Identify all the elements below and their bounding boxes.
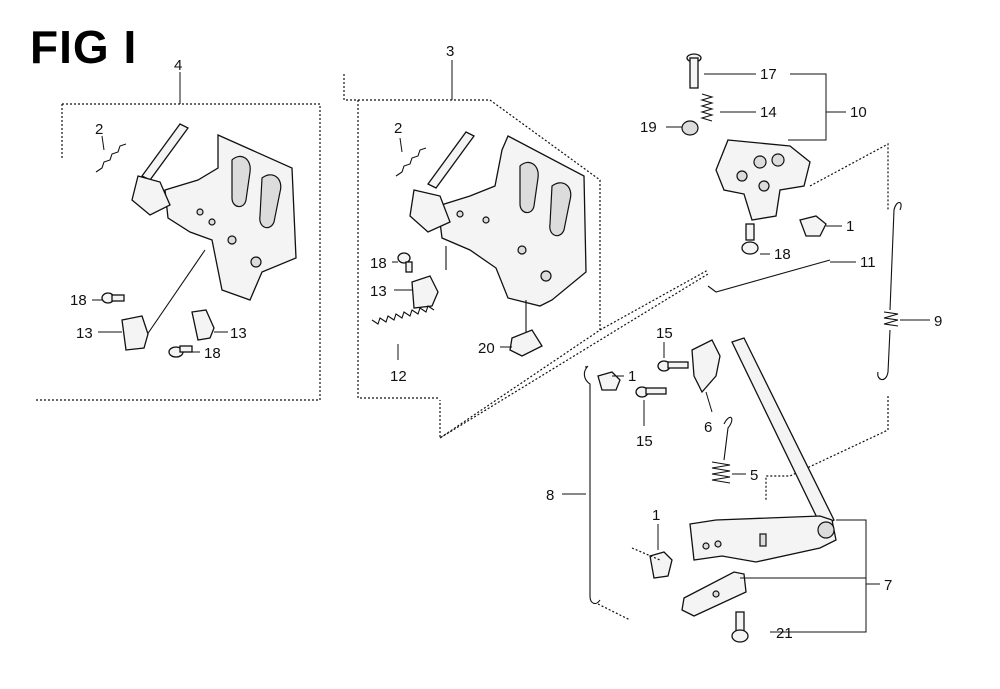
label-7: 7 xyxy=(884,577,892,594)
bolt-18-upper-right xyxy=(741,223,770,255)
clip-13-middle xyxy=(394,275,439,309)
label-4: 4 xyxy=(174,57,182,74)
spring-9 xyxy=(877,201,930,381)
label-2-left: 2 xyxy=(95,121,103,138)
label-6: 6 xyxy=(704,419,712,436)
governor-arm-assembly xyxy=(715,139,889,221)
clip-1-middle xyxy=(585,366,624,391)
clip-1-lower xyxy=(631,524,673,579)
bolt-18-left-lower xyxy=(168,345,200,358)
label-1-lower: 1 xyxy=(652,507,660,524)
label-18-upper-right: 18 xyxy=(774,246,791,263)
shaft-lever-7 xyxy=(681,337,880,633)
label-18-left-lower: 18 xyxy=(204,345,221,362)
guide-line-b xyxy=(439,273,709,439)
label-13-middle: 13 xyxy=(370,283,387,300)
label-17: 17 xyxy=(760,66,777,83)
label-18-left-upper: 18 xyxy=(70,292,87,309)
clip-1-upper xyxy=(799,215,842,237)
label-13-left-right: 13 xyxy=(230,325,247,342)
label-11: 11 xyxy=(860,254,876,271)
label-20: 20 xyxy=(478,340,495,357)
label-14: 14 xyxy=(760,104,777,121)
bracket-10-leader xyxy=(788,73,846,141)
bolt-18-middle xyxy=(392,252,413,273)
rod-8 xyxy=(562,365,631,621)
control-plate-3 xyxy=(409,131,587,307)
label-15-lower: 15 xyxy=(636,433,653,450)
guide-line-a xyxy=(599,269,709,331)
figure-title: FIG I xyxy=(30,21,138,73)
lever-6 xyxy=(691,339,721,413)
label-19: 19 xyxy=(640,119,657,136)
assembly-4-box xyxy=(36,72,321,401)
label-10: 10 xyxy=(850,104,867,121)
label-13-left: 13 xyxy=(76,325,93,342)
label-1-upper: 1 xyxy=(846,218,854,235)
spring-5 xyxy=(711,416,746,484)
assembly-3-box xyxy=(343,60,601,440)
spring-12 xyxy=(371,305,435,360)
label-8: 8 xyxy=(546,487,554,504)
control-plate-4 xyxy=(131,123,297,346)
label-12: 12 xyxy=(390,368,407,385)
label-21: 21 xyxy=(776,625,793,642)
label-15-upper: 15 xyxy=(656,325,673,342)
screw-15-lower xyxy=(635,386,667,426)
clip-13-left-right xyxy=(191,309,228,341)
label-3: 3 xyxy=(446,43,454,60)
bolt-21 xyxy=(731,611,749,643)
nut-20 xyxy=(500,300,543,357)
washer-19 xyxy=(666,120,699,136)
label-9: 9 xyxy=(934,313,942,330)
spring-2-left xyxy=(95,135,127,173)
label-18-middle: 18 xyxy=(370,255,387,272)
spring-14 xyxy=(700,93,756,122)
label-2-middle: 2 xyxy=(394,120,402,137)
rod-11 xyxy=(707,259,856,293)
label-5: 5 xyxy=(750,467,758,484)
clip-13-left xyxy=(98,315,149,351)
label-1-middle: 1 xyxy=(628,368,636,385)
bolt-18-left-upper xyxy=(92,292,125,304)
screw-15-upper xyxy=(657,342,689,372)
bolt-17 xyxy=(686,53,756,89)
spring-2-middle xyxy=(395,137,427,177)
